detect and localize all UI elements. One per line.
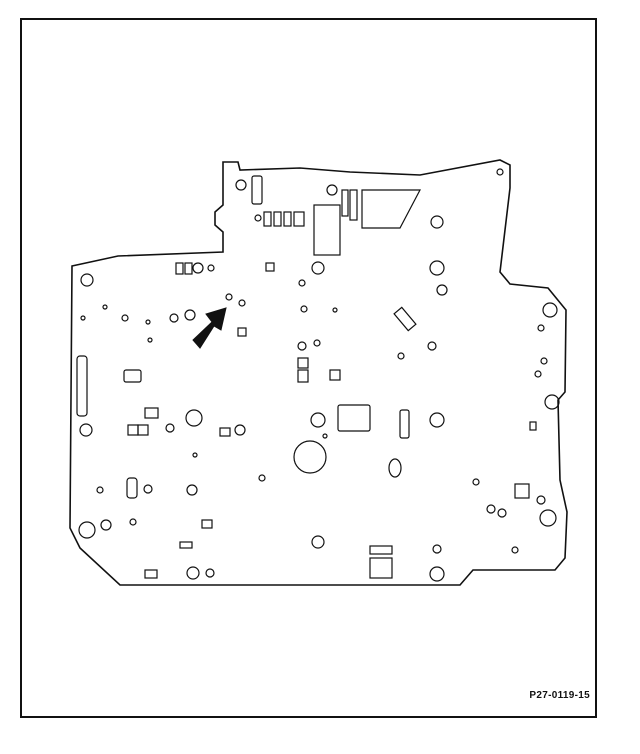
figure-frame xyxy=(20,18,597,718)
figure-code: P27-0119-15 xyxy=(529,690,590,701)
top-tab-features xyxy=(235,168,504,256)
lower-features xyxy=(78,477,557,582)
arrow-icon xyxy=(192,307,227,349)
middle-features xyxy=(76,302,560,486)
upper-left-features xyxy=(80,260,448,337)
plate-outline xyxy=(69,159,568,586)
